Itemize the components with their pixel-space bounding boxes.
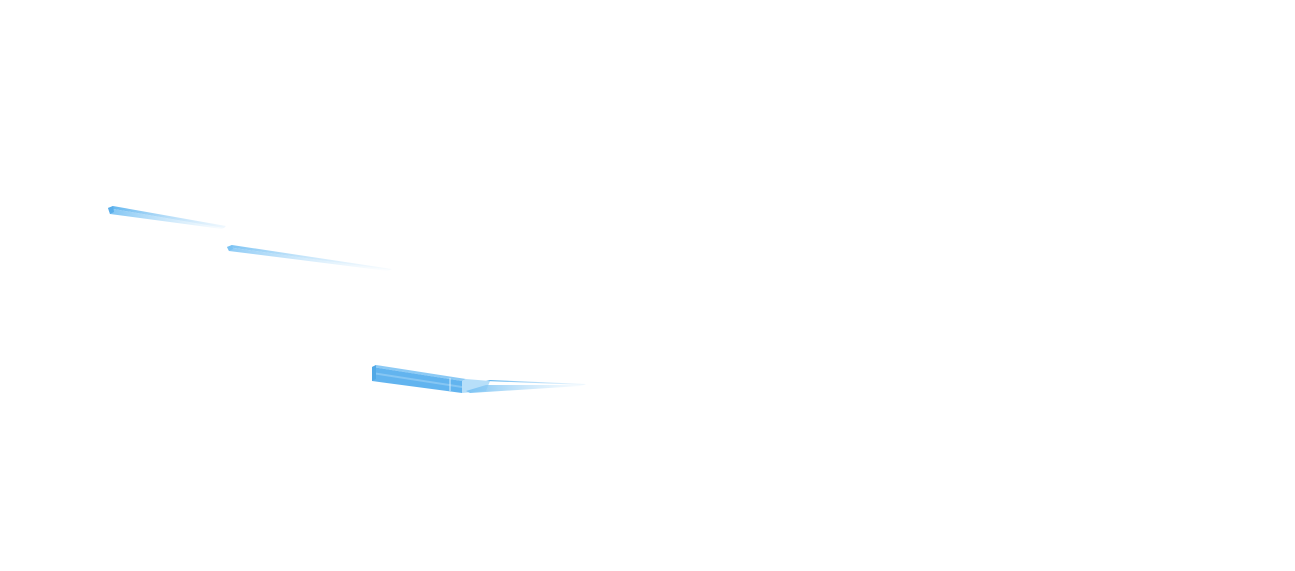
block-end-cap xyxy=(372,365,376,381)
bent-prism-bottom xyxy=(372,365,586,393)
thin-prism-middle xyxy=(227,245,392,271)
block-face-stripe xyxy=(372,372,462,388)
prism-face-top xyxy=(108,206,226,228)
thin-prism-upper-left xyxy=(108,206,226,229)
tail-face-top xyxy=(486,380,586,385)
prism-face-side xyxy=(227,247,390,271)
prism-end-cap xyxy=(227,245,233,251)
prism-end-cap xyxy=(108,206,114,214)
block-face-top xyxy=(372,365,466,381)
prism-face-side xyxy=(108,208,224,229)
tail-face-side xyxy=(466,385,584,393)
prism-face-top xyxy=(227,245,392,270)
